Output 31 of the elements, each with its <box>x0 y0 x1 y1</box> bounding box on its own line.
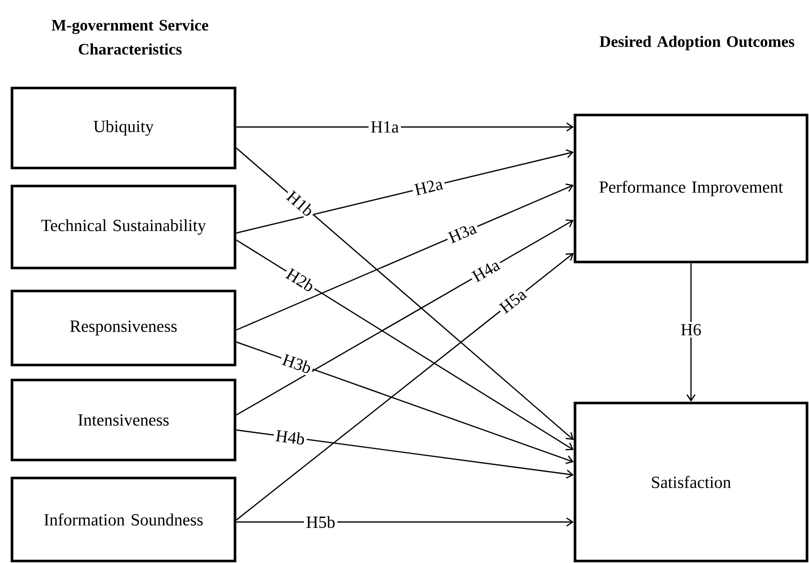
construct-box: Performance Improvement <box>574 114 808 264</box>
construct-box: Intensiveness <box>10 378 236 462</box>
construct-box: Technical Sustainability <box>10 184 236 270</box>
arrow <box>236 341 574 464</box>
column-heading: Desired Adoption Outcomes <box>600 36 794 50</box>
edge-label: H5b <box>304 514 338 530</box>
arrow <box>236 518 574 526</box>
arrow <box>236 253 574 520</box>
construct-box: Responsiveness <box>10 290 236 366</box>
edge-label: H4a <box>468 256 504 286</box>
edge-label: H4b <box>272 427 308 448</box>
construct-box: Ubiquity <box>10 86 236 170</box>
edge-label: H1b <box>282 186 318 220</box>
edge-label: H5a <box>496 285 530 318</box>
edge-label: H1a <box>368 119 401 135</box>
arrow <box>236 429 574 479</box>
arrow <box>236 149 574 234</box>
construct-box: Information Soundness <box>10 476 236 562</box>
column-heading: M-government Service Characteristics <box>52 19 208 55</box>
arrow <box>236 239 574 450</box>
construct-box: Satisfaction <box>574 402 808 562</box>
arrow <box>686 263 696 402</box>
arrow <box>236 122 574 132</box>
edge-label: H2a <box>411 176 446 198</box>
edge-label: H3b <box>278 350 316 377</box>
edge-label: H3a <box>444 219 480 246</box>
arrow <box>236 184 574 331</box>
edge-label: H6 <box>678 322 704 338</box>
edge-label: H2b <box>282 264 319 296</box>
arrow <box>236 148 574 440</box>
arrow <box>236 219 574 416</box>
